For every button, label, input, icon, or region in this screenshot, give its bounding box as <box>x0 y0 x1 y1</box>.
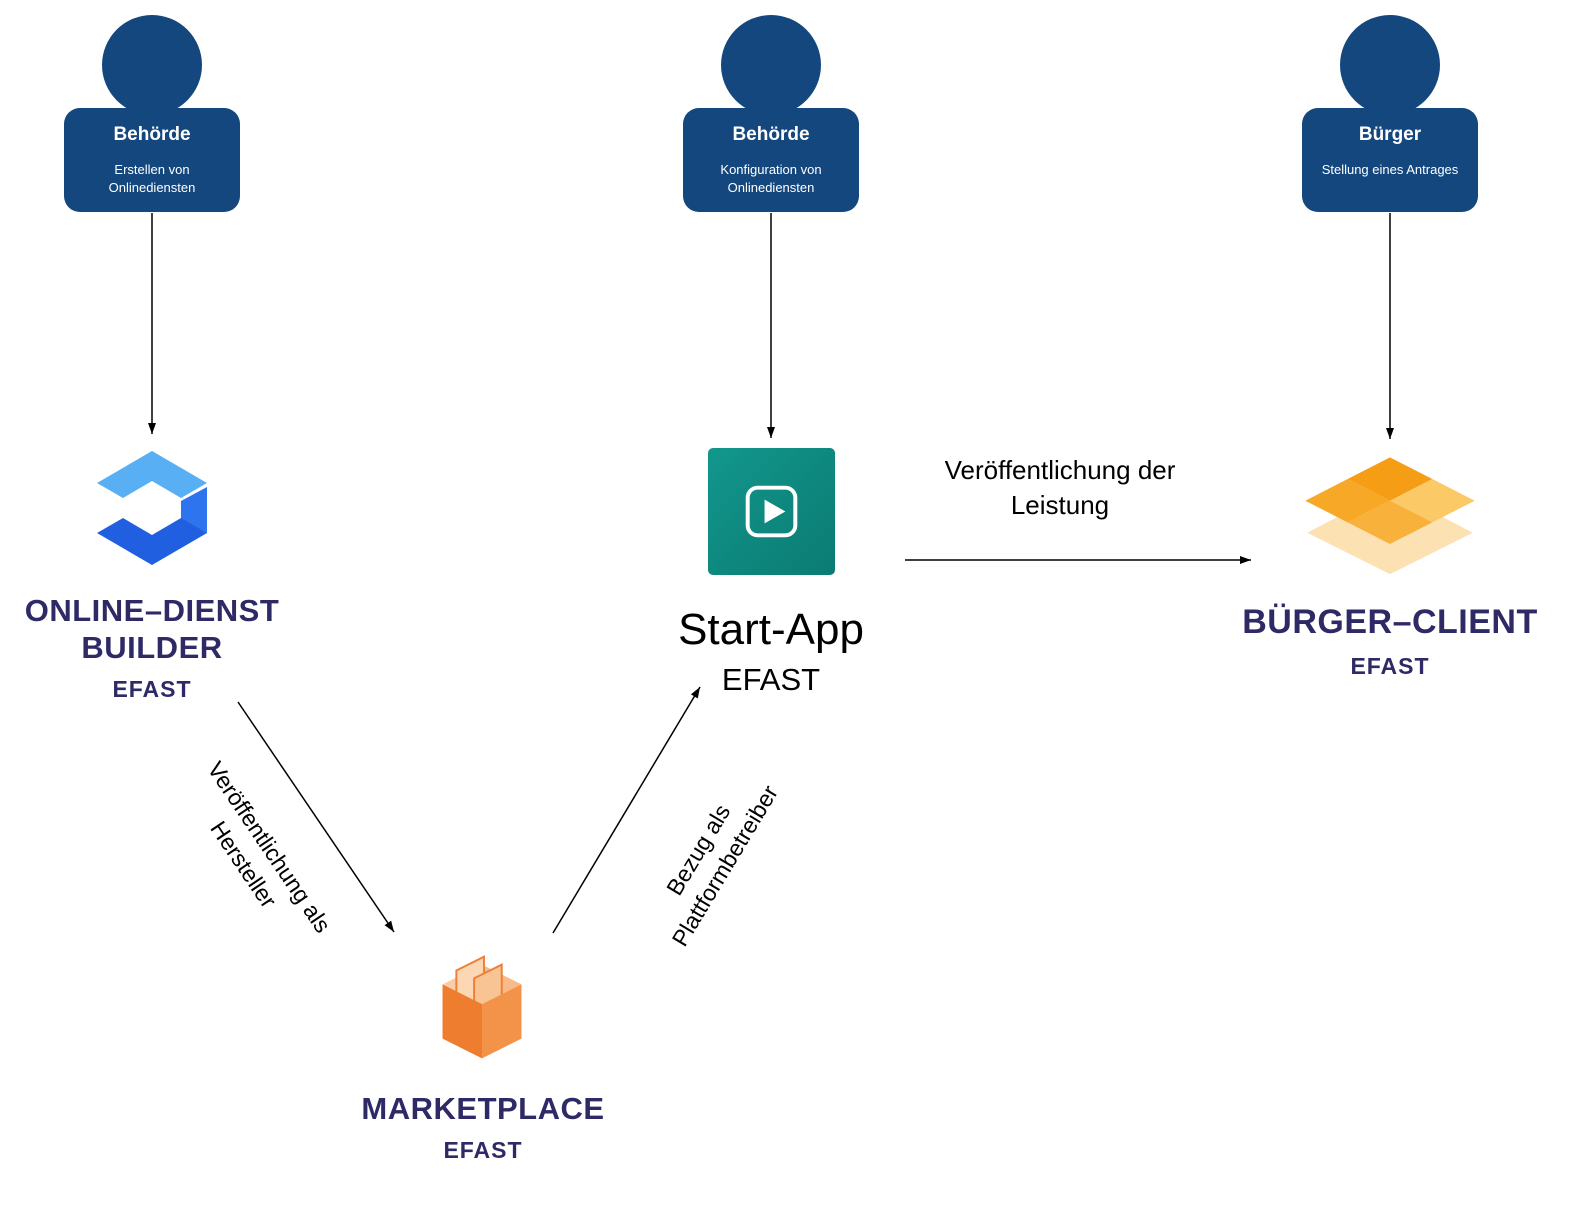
client-icon-right-diamond <box>1390 479 1475 523</box>
buerger-client-icon <box>1305 457 1475 575</box>
builder-icon-top-chevron <box>97 451 207 498</box>
actor-card: Behörde Erstellen von Onlinediensten <box>64 108 240 212</box>
actor-subtitle: Erstellen von Onlinediensten <box>108 162 196 196</box>
marketplace-icon-front-right <box>482 984 522 1059</box>
actor-behoerde-2: Behörde Konfiguration von Onlinediensten <box>683 15 859 212</box>
edge-label-line1: Veröffentlichung der <box>944 454 1176 485</box>
actor-card: Bürger Stellung eines Antrages <box>1302 108 1478 212</box>
buerger-client-brand: EFAST <box>1350 652 1430 679</box>
startapp-icon-frame <box>745 485 798 538</box>
builder-brand: EFAST <box>112 676 192 703</box>
person-icon <box>721 15 821 115</box>
builder-icon-right-band <box>181 487 207 533</box>
actor-subtitle: Konfiguration von Onlinediensten <box>720 162 822 196</box>
actor-title: Bürger <box>1358 124 1422 145</box>
startapp-name: Start-App <box>678 605 864 654</box>
buerger-client-name: BÜRGER–CLIENT <box>1242 603 1538 641</box>
marketplace-brand: EFAST <box>443 1137 523 1164</box>
buerger-client-label: BÜRGER–CLIENT EFAST <box>1205 602 1575 680</box>
person-icon <box>1340 15 1440 115</box>
edge-builder-to-marketplace <box>237 701 395 933</box>
client-icon-left-diamond <box>1305 479 1390 523</box>
builder-name-line2: BUILDER <box>81 630 223 666</box>
actor-buerger: Bürger Stellung eines Antrages <box>1302 15 1478 212</box>
actor-title: Behörde <box>732 124 810 145</box>
startapp-icon <box>708 448 835 575</box>
actor-subtitle: Stellung eines Antrages <box>1321 162 1459 177</box>
actor-title: Behörde <box>113 124 191 145</box>
actor-behoerde-1: Behörde Erstellen von Onlinediensten <box>64 15 240 212</box>
edge-marketplace-to-startapp <box>552 686 701 934</box>
builder-icon-bottom-chevron <box>97 518 207 565</box>
actor-card: Behörde Konfiguration von Onlinediensten <box>683 108 859 212</box>
marketplace-icon-front-left <box>442 984 482 1059</box>
startapp-label: Start-App EFAST <box>611 605 931 698</box>
startapp-brand: EFAST <box>721 661 821 697</box>
online-dienst-builder-icon <box>97 451 207 565</box>
edge-label-line2: Leistung <box>1010 490 1110 520</box>
person-icon <box>102 15 202 115</box>
marketplace-label: MARKETPLACE EFAST <box>323 1090 643 1164</box>
builder-label: ONLINE–DIENST BUILDER EFAST <box>0 592 312 703</box>
play-icon <box>764 499 786 524</box>
marketplace-name: MARKETPLACE <box>361 1091 605 1126</box>
edge-label-veroeffentlichung-leistung: Veröffentlichung der Leistung <box>945 453 1176 523</box>
builder-name-line1: ONLINE–DIENST <box>24 593 280 628</box>
marketplace-icon <box>442 955 522 1059</box>
